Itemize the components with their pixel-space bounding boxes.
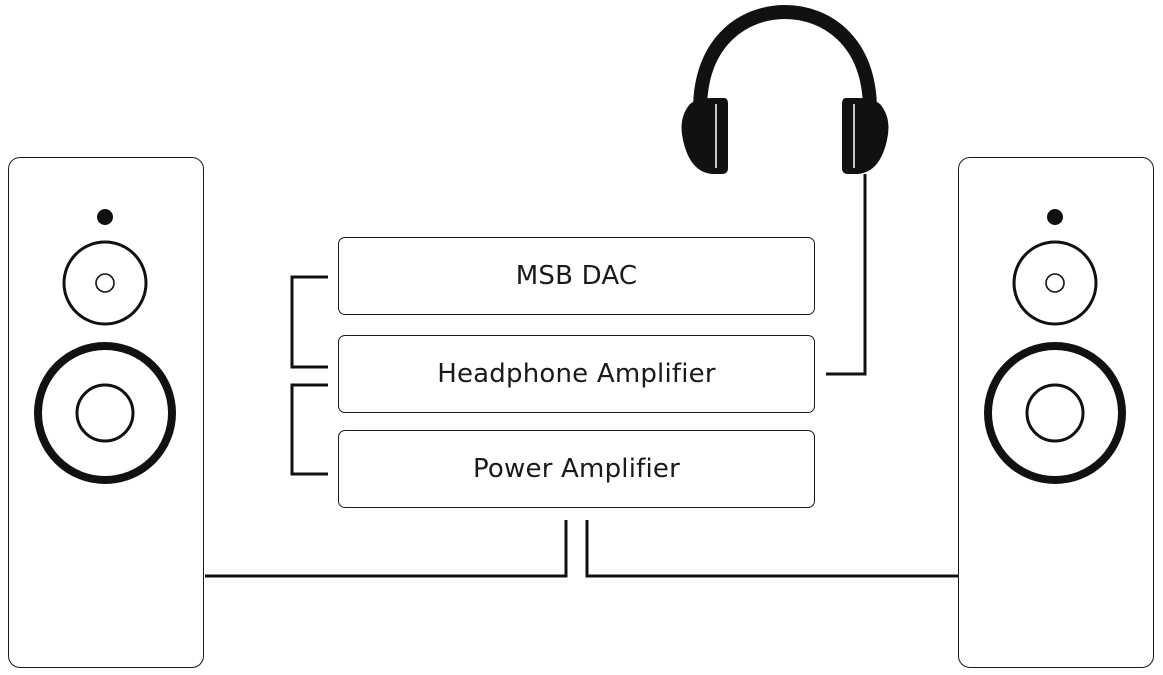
headphones-icon: [681, 4, 889, 174]
speaker-icon: [34, 209, 177, 485]
headphone-amplifier-box: Headphone Amplifier: [338, 335, 815, 413]
msb-dac-label: MSB DAC: [515, 261, 638, 291]
bracket-dac-headphone: [290, 275, 328, 369]
speaker-right: [958, 157, 1154, 668]
speaker-cable-left: [205, 520, 568, 578]
speaker-icon: [984, 209, 1127, 485]
power-amplifier-label: Power Amplifier: [472, 454, 680, 484]
speaker-left: [8, 157, 204, 668]
power-amplifier-box: Power Amplifier: [338, 430, 815, 508]
msb-dac-box: MSB DAC: [338, 237, 815, 315]
headphone-cable: [826, 174, 867, 376]
bracket-headphone-power: [290, 383, 328, 476]
speaker-cable-right: [585, 520, 958, 578]
headphone-amplifier-label: Headphone Amplifier: [437, 359, 716, 389]
